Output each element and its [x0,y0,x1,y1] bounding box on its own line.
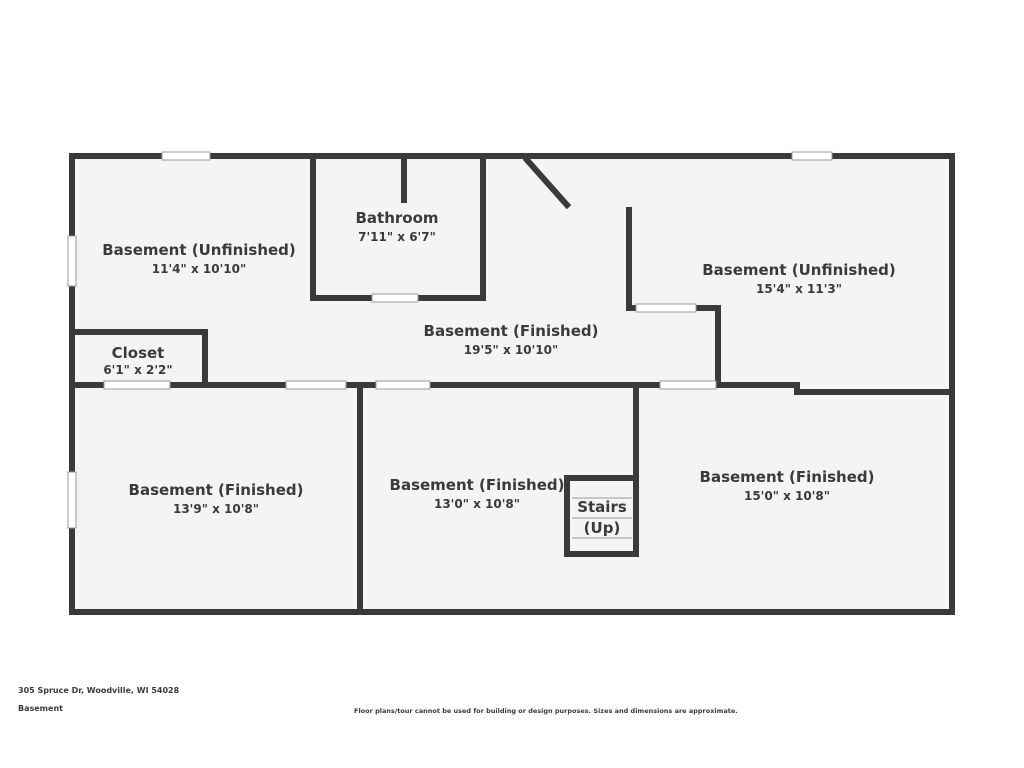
door-closet [103,380,171,390]
room-dimensions: 6'1" x 2'2" [103,363,172,377]
room-name: Basement (Unfinished) [102,241,296,259]
openings [67,151,833,529]
room-dimensions: 13'0" x 10'8" [434,497,520,511]
walls [69,153,955,615]
property-address: 305 Spruce Dr, Woodville, WI 54028 [18,686,180,695]
room-name: Bathroom [355,209,438,227]
window-north-west [161,151,211,161]
window-west-lower [67,471,77,529]
room-dimensions: 11'4" x 10'10" [152,262,246,276]
room-labels: Basement (Unfinished) 11'4" x 10'10" Bat… [102,209,896,537]
room-dimensions: 15'0" x 10'8" [744,489,830,503]
door-east-unfinished [635,303,697,313]
stairs-direction-label: (Up) [584,519,621,537]
door-southeast [659,380,717,390]
room-name: Basement (Finished) [129,481,304,499]
room-dimensions: 7'11" x 6'7" [358,230,436,244]
room-dimensions: 13'9" x 10'8" [173,502,259,516]
disclaimer: Floor plans/tour cannot be used for buil… [354,707,738,715]
room-name: Basement (Unfinished) [702,261,896,279]
window-north-east [791,151,833,161]
room-name: Closet [112,344,165,362]
door-southwest [285,380,347,390]
door-bathroom [371,293,419,303]
room-dimensions: 15'4" x 11'3" [756,282,842,296]
room-name: Basement (Finished) [700,468,875,486]
stair-treads [572,497,632,539]
room-name: Basement (Finished) [390,476,565,494]
stairs-label: Stairs [577,498,627,516]
window-west-upper [67,235,77,287]
room-dimensions: 19'5" x 10'10" [464,343,558,357]
floor-level-label: Basement [18,704,63,713]
door-south [375,380,431,390]
room-name: Basement (Finished) [424,322,599,340]
